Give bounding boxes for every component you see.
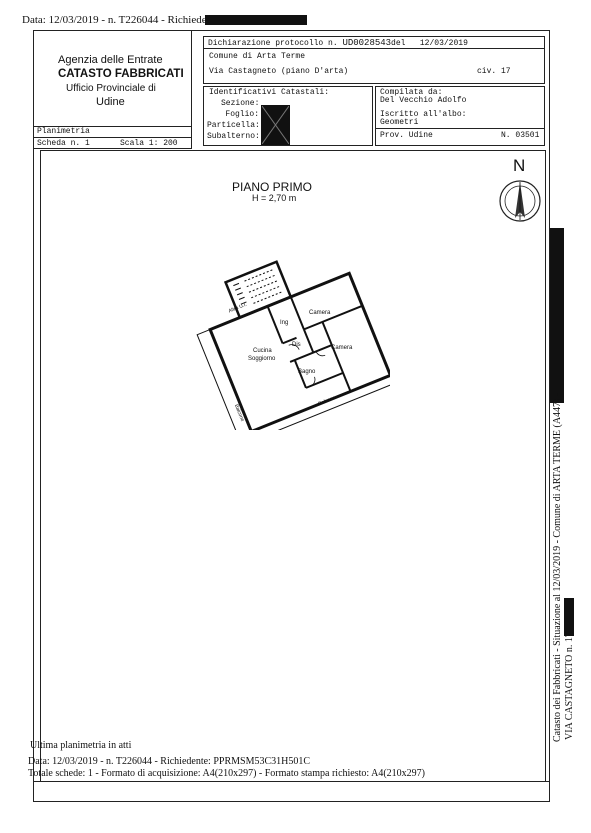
side-vertical-1: Catasto dei Fabbricati - Situazione al 1…: [552, 392, 563, 742]
room-soggiorno: Soggiorno: [248, 356, 276, 362]
agency-line4: Udine: [96, 96, 125, 108]
agency-line3: Ufficio Provinciale di: [66, 83, 156, 94]
particella-label: Particella:: [207, 121, 260, 130]
comune-text: Comune di Arta Terme: [209, 52, 306, 61]
north-arrow-icon: [499, 180, 541, 222]
plan-title: PIANO PRIMO: [232, 180, 313, 194]
scala-text: Scala 1: 200: [120, 139, 178, 148]
protocol-date: 12/03/2019: [419, 39, 468, 48]
plan-height: H = 2,70 m: [252, 193, 297, 203]
protocol-line: Dichiarazione protocollo n. UD0028543del…: [208, 38, 468, 48]
room-disimpegno: Dis: [292, 342, 301, 348]
floor-plan: [196, 260, 390, 430]
compiled-box: [375, 86, 545, 146]
room-camera-2: Camera: [331, 345, 353, 351]
room-bagno: Bagno: [298, 369, 316, 375]
agency-box: [33, 30, 192, 127]
prov-text: Prov. Udine: [380, 131, 433, 140]
footer-line-1: Data: 12/03/2019 - n. T226044 - Richiede…: [28, 756, 311, 767]
planimetria-divider: [33, 137, 191, 138]
civ-text: civ. 17: [477, 67, 511, 76]
room-camera-1: Camera: [309, 310, 331, 316]
agency-line2: CATASTO FABBRICATI: [58, 68, 184, 80]
room-ingresso: Ing: [280, 320, 289, 326]
side-redaction-1: [550, 228, 564, 403]
subalterno-label: Subalterno:: [207, 132, 260, 141]
protocol-del: del: [391, 39, 406, 48]
planimetria-label: Planimetria: [37, 127, 90, 136]
compiled-label: Compilata da:: [380, 88, 443, 97]
declaration-divider: [203, 48, 544, 49]
outer-frame: [33, 30, 550, 802]
footer-ultima: Ultima planimetria in atti: [30, 740, 132, 751]
identifiers-title: Identificativi Catastali:: [209, 88, 330, 97]
redacted-identifiers: [261, 105, 290, 145]
address-text: Via Castagneto (piano D'arta): [209, 67, 349, 76]
header-line: Data: 12/03/2019 - n. T226044 - Richiede…: [22, 14, 223, 26]
protocol-number: UD0028543: [342, 38, 392, 48]
room-cucina: Cucina: [253, 348, 272, 354]
numero-text: N. 03501: [501, 131, 540, 140]
identifiers-box: [203, 86, 373, 146]
north-letter: N: [513, 156, 526, 175]
albo-text: Geometri: [380, 118, 419, 127]
compiled-name: Del Vecchio Adolfo: [380, 96, 467, 105]
header-text: Data: 12/03/2019 - n. T226044 - Richiede…: [22, 14, 224, 26]
drawing-frame-bottom: [33, 781, 549, 782]
declaration-box: [203, 36, 545, 84]
scheda-text: Scheda n. 1: [37, 139, 90, 148]
side-redaction-2: [564, 598, 574, 636]
protocol-label: Dichiarazione protocollo n.: [208, 39, 338, 48]
compiled-divider: [375, 128, 544, 129]
sezione-label: Sezione:: [221, 99, 260, 108]
footer-line-2: Totale schede: 1 - Formato di acquisizio…: [28, 768, 425, 779]
redaction-bar: [205, 15, 307, 25]
foglio-label: Foglio:: [225, 110, 259, 119]
planimetria-box: [33, 126, 192, 149]
side-vertical-2: VIA CASTAGNETO n. 17: [564, 632, 575, 740]
iscritto-label: Iscritto all'albo:: [380, 110, 467, 119]
agency-line1: Agenzia delle Entrate: [58, 54, 163, 66]
